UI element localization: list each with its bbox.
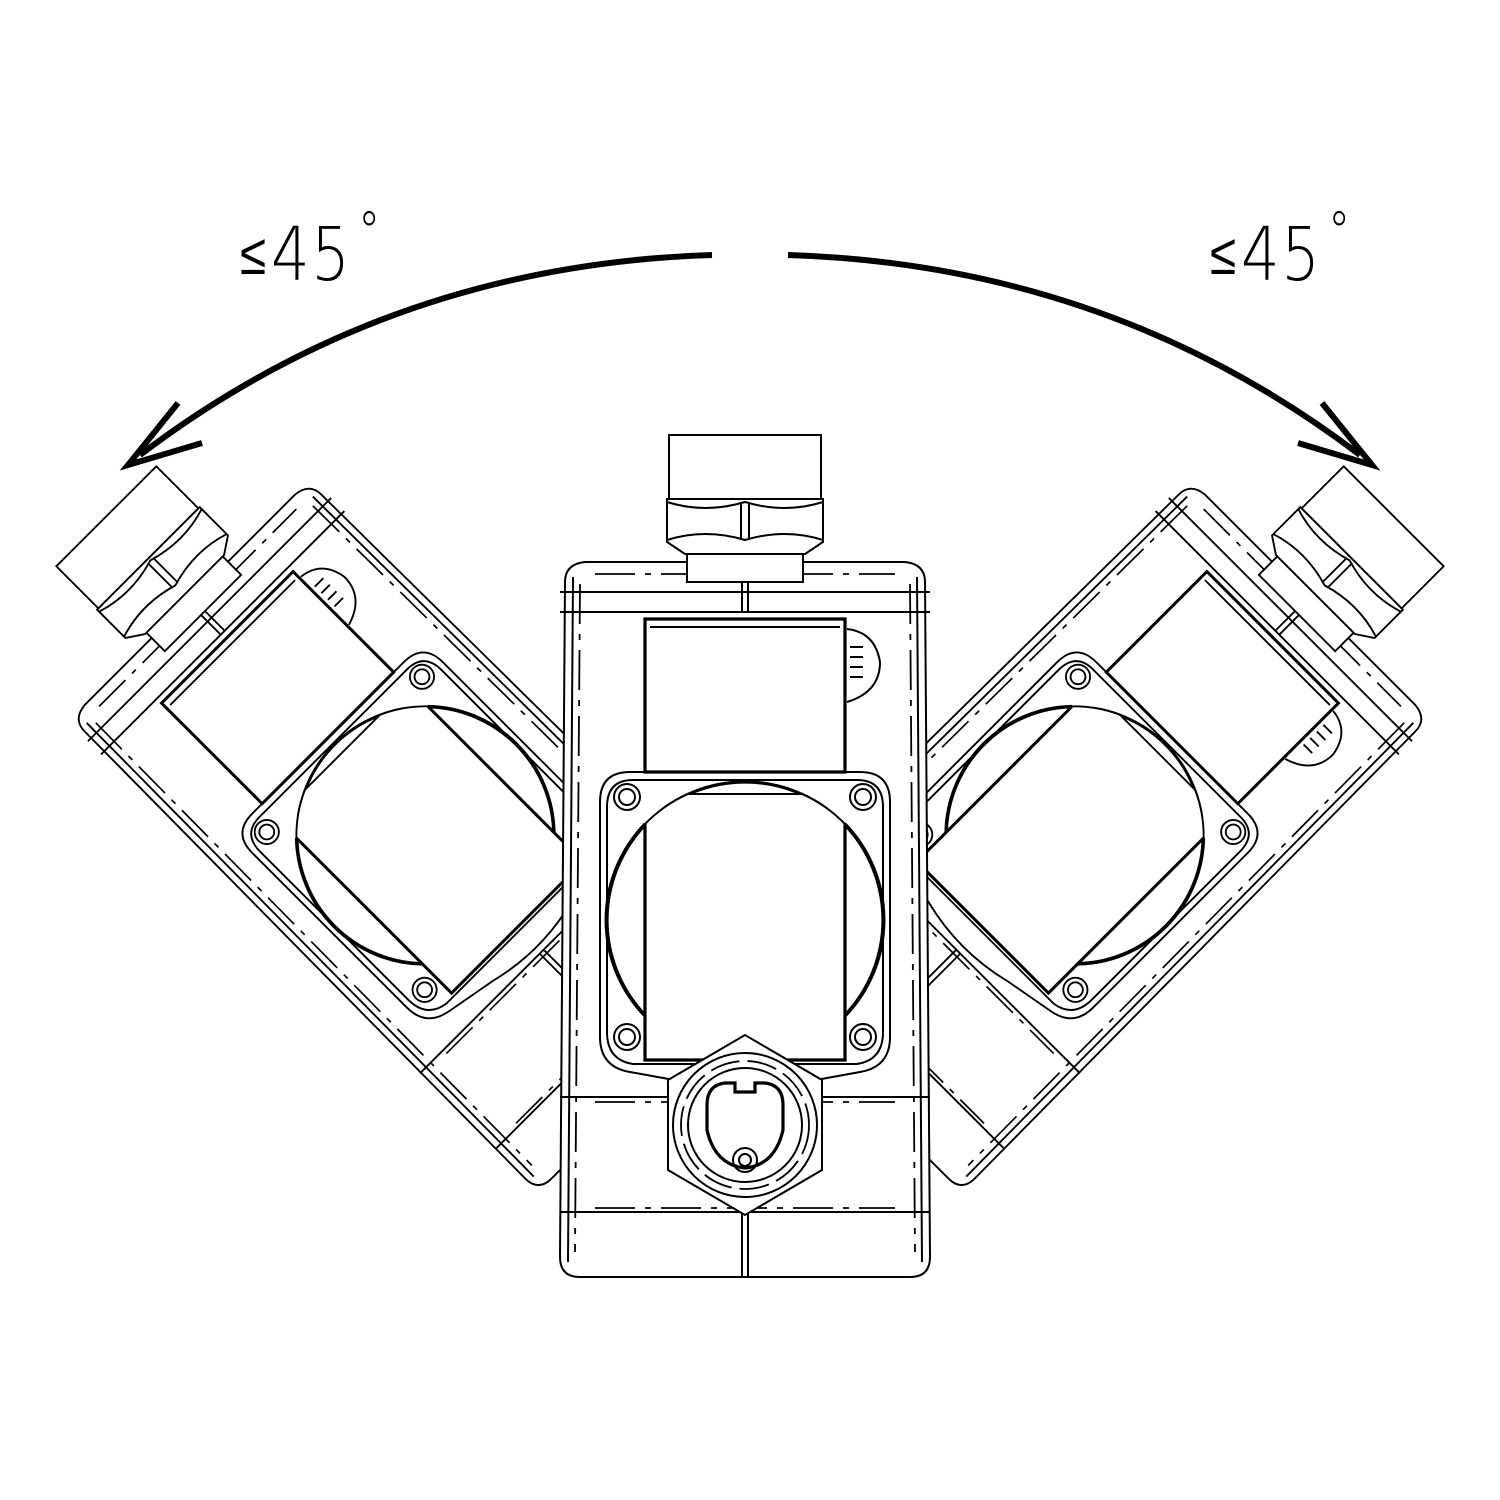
degree-symbol: °	[358, 200, 382, 263]
rotation-arrow-right	[787, 252, 1381, 471]
rotation-limit-label-right: ≤45°	[1210, 205, 1352, 293]
degree-symbol: °	[1328, 200, 1352, 263]
less-or-equal-symbol: ≤	[1210, 220, 1238, 288]
center-socket-module	[558, 434, 932, 1279]
angle-value: 45	[271, 212, 352, 298]
less-or-equal-symbol: ≤	[240, 220, 268, 288]
rotation-limit-label-left: ≤45°	[240, 205, 382, 293]
angle-value: 45	[1241, 212, 1322, 298]
bottom-cable-gland	[667, 1033, 823, 1217]
top-cable-gland	[666, 434, 824, 583]
rotation-arrow-left	[119, 252, 713, 471]
